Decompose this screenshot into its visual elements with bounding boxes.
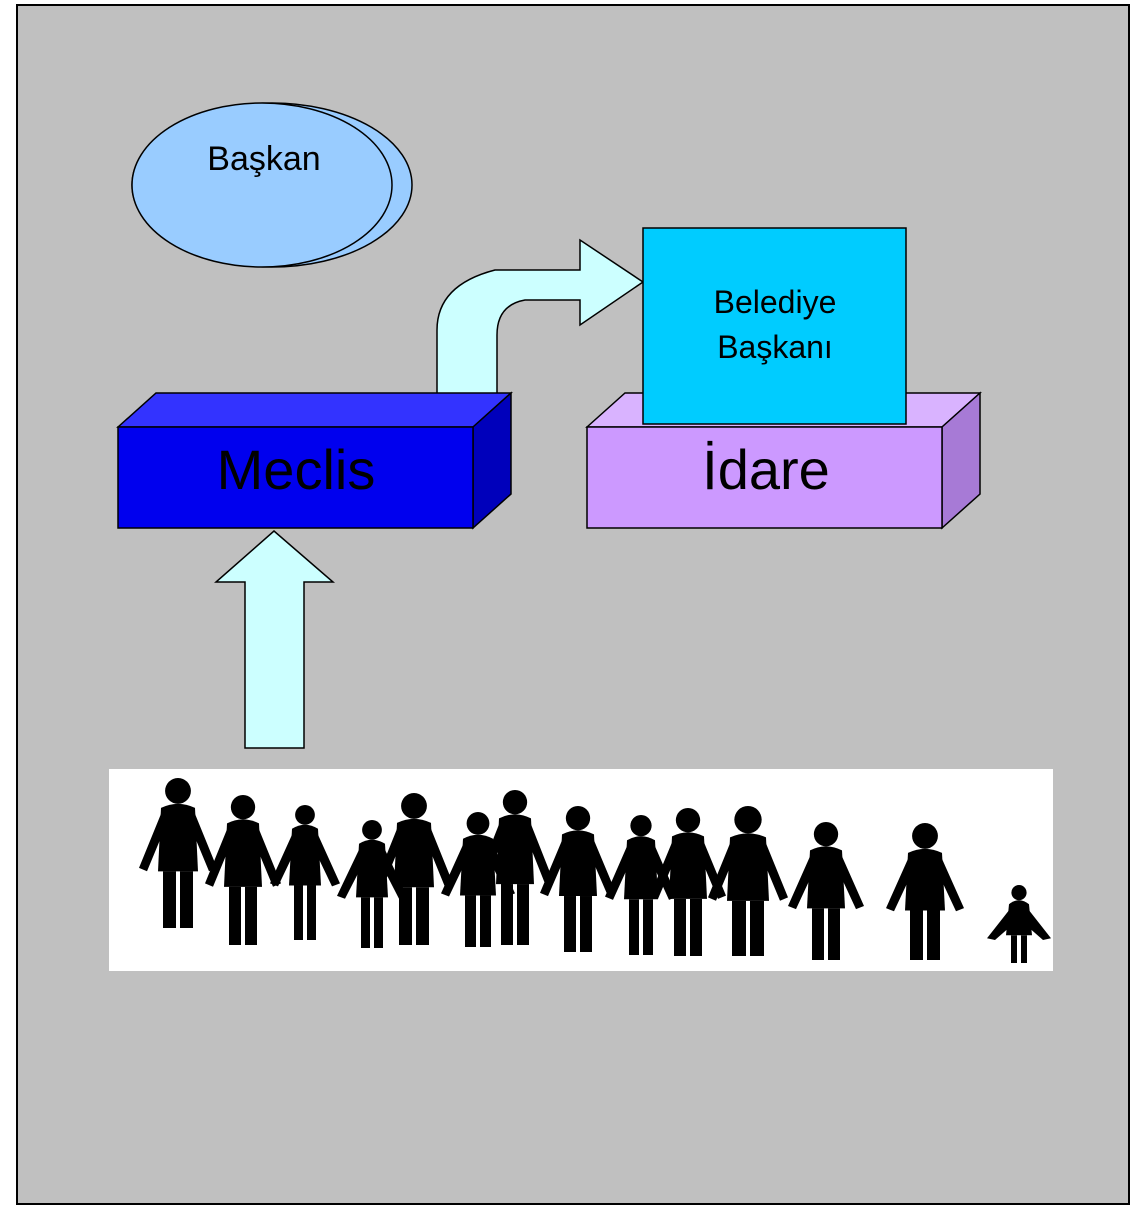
person-leg [690, 898, 702, 956]
person-head [230, 795, 256, 820]
person-body [224, 819, 262, 887]
meclis-box: Meclis [116, 391, 513, 530]
person-arms [139, 813, 217, 872]
person-leg [163, 871, 176, 928]
person-leg [580, 896, 592, 952]
baskan-label: Başkan [207, 140, 320, 178]
person-head [502, 790, 528, 815]
person-body [807, 846, 845, 909]
person-body [496, 814, 534, 885]
person-leg [416, 887, 429, 945]
belediye-baskani-node: Belediye Başkanı [642, 227, 907, 425]
person-head [565, 806, 591, 831]
person-body [289, 824, 321, 886]
idare-label: İdare [702, 438, 830, 501]
belediye-baskani-box [642, 227, 907, 425]
belediye-baskani-line2: Başkanı [717, 329, 833, 365]
person-body [624, 836, 658, 900]
person-leg [927, 910, 940, 960]
person-arms [477, 824, 553, 884]
person-head [401, 793, 427, 819]
person-arms [540, 840, 616, 897]
person-arms [605, 846, 677, 900]
person-body [1006, 900, 1032, 936]
person-leg [307, 885, 316, 940]
person-leg [480, 895, 491, 947]
person-head [912, 823, 938, 849]
person-head [165, 778, 191, 804]
person-head [466, 812, 490, 835]
baskan-ellipse-front [131, 102, 393, 268]
person-leg [674, 898, 686, 956]
person-head [813, 822, 839, 847]
person-leg [1021, 935, 1027, 963]
person-body [394, 818, 434, 888]
person-leg [229, 886, 241, 945]
person-arms [788, 856, 864, 910]
person-body [158, 803, 198, 872]
person-arms [987, 910, 1051, 941]
person-body [559, 830, 597, 897]
person-head [734, 806, 762, 834]
baskan-node: Başkan [131, 102, 413, 268]
meclis-top-face [116, 392, 513, 428]
person-arms [375, 828, 453, 887]
person-head [630, 815, 652, 837]
person-leg [399, 887, 412, 945]
people-band [109, 769, 1053, 971]
person-leg [564, 896, 576, 952]
meclis-label: Meclis [217, 438, 376, 501]
person-head [295, 805, 315, 825]
person-head [362, 820, 382, 840]
person-leg [501, 884, 513, 945]
belediye-baskani-line1: Belediye [714, 284, 837, 320]
person-arms [650, 842, 726, 899]
person-leg [245, 886, 257, 945]
person-leg [750, 900, 764, 956]
idare-front-face [586, 426, 943, 529]
person-arms [205, 829, 281, 887]
person-leg [812, 908, 824, 960]
person-leg [517, 884, 529, 945]
person-leg [465, 895, 476, 947]
person-arms [886, 858, 964, 912]
person-leg [643, 899, 653, 955]
person-head [675, 808, 701, 833]
person-head [1011, 885, 1027, 901]
person-leg [1011, 935, 1017, 963]
person-leg [828, 908, 840, 960]
meclis-front-face [117, 426, 474, 529]
people-silhouette-crowd-icon [139, 778, 1051, 963]
person-leg [294, 885, 303, 940]
person-body [727, 833, 769, 901]
person-leg [910, 910, 923, 960]
person-arms [441, 844, 515, 897]
person-leg [361, 897, 370, 948]
person-arms [270, 834, 340, 887]
person-leg [180, 871, 193, 928]
person-leg [732, 900, 746, 956]
person-body [905, 848, 945, 911]
people-to-meclis-arrow [214, 530, 336, 749]
person-body [460, 834, 496, 896]
meclis-to-belediye-arrow [436, 238, 645, 396]
person-body [669, 832, 707, 899]
person-leg [629, 899, 639, 955]
person-leg [374, 897, 383, 948]
person-arms [708, 843, 788, 901]
